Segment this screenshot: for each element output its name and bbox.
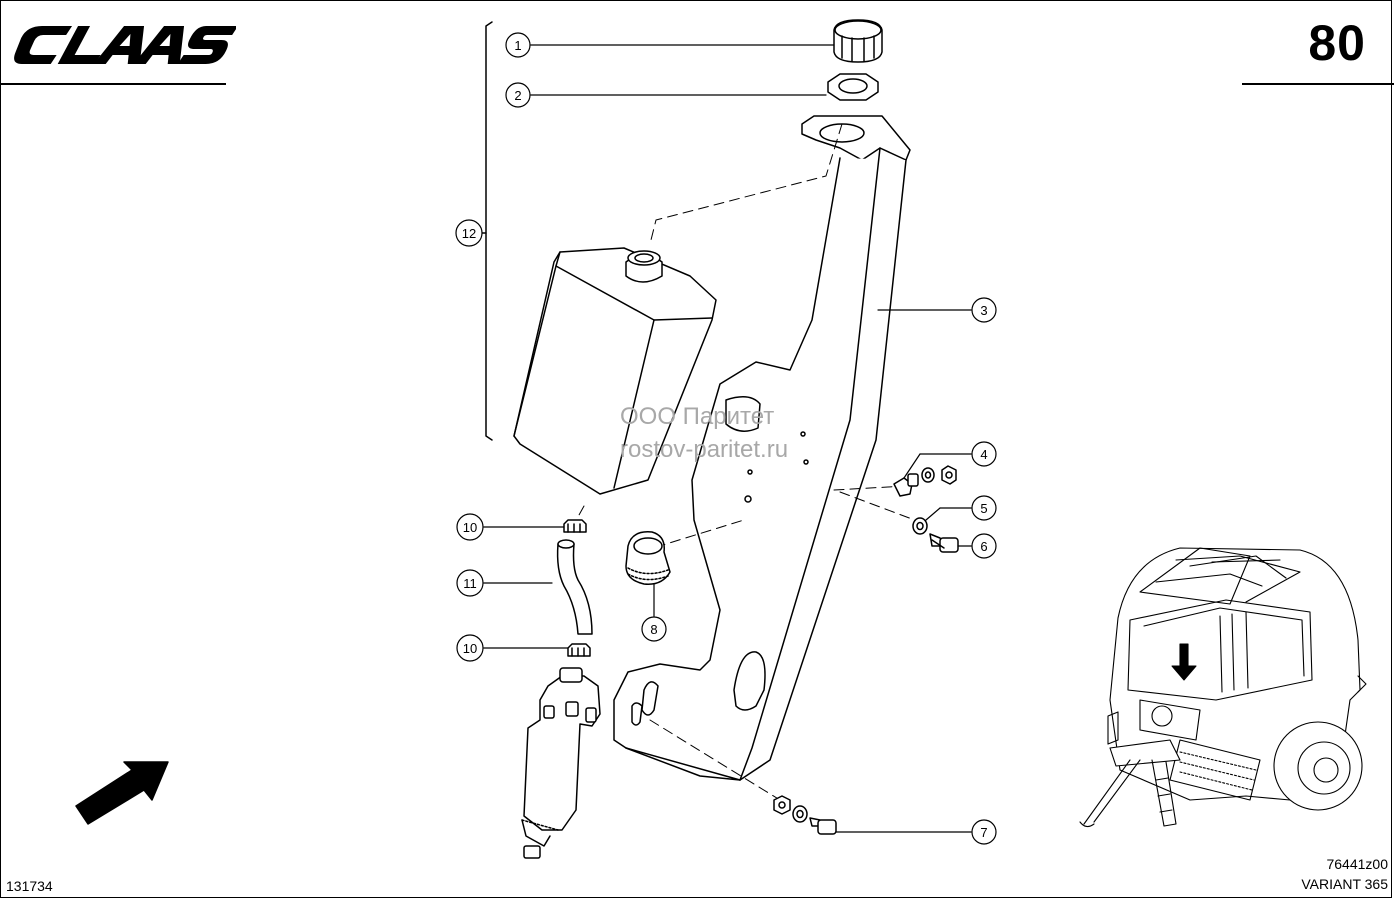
callout-label-2: 2	[514, 88, 521, 103]
header-rule-right	[1242, 83, 1394, 85]
tank	[513, 247, 717, 495]
claas-logo	[14, 20, 239, 70]
callout-circles	[455, 32, 997, 845]
baler-overview	[1079, 547, 1367, 828]
callout-label-8: 8	[650, 622, 657, 637]
callout-label-3: 3	[980, 303, 987, 318]
clamp-8	[625, 531, 671, 585]
callout-label-10-top: 10	[463, 520, 477, 535]
leader-lines	[483, 44, 972, 833]
callout-3	[971, 297, 997, 323]
document-number: 131734	[6, 878, 53, 894]
ring-nut	[827, 73, 879, 101]
hose-11	[556, 539, 593, 635]
hose-clip-top	[563, 519, 587, 533]
callout-5	[971, 495, 997, 521]
callout-11	[456, 569, 484, 597]
watermark: ООО Паритет rostov-paritet.ru	[620, 400, 788, 466]
bolt-7	[773, 795, 837, 835]
callout-10-bottom	[456, 634, 484, 662]
callout-4	[971, 441, 997, 467]
callout-label-6: 6	[980, 539, 987, 554]
callout-10-top	[456, 513, 484, 541]
bolt-4	[893, 465, 957, 497]
claas-logo-mark	[14, 26, 239, 64]
washer-5	[912, 517, 928, 535]
tank-cap	[833, 19, 883, 63]
callout-7	[971, 819, 997, 845]
group-bracket	[485, 21, 493, 441]
callout-8	[641, 616, 667, 642]
watermark-line-1: ООО Паритет	[620, 403, 775, 430]
bracket	[613, 115, 911, 781]
callout-label-4: 4	[980, 447, 987, 462]
callout-12	[455, 219, 483, 247]
direction-arrow	[75, 761, 169, 825]
callout-6	[971, 533, 997, 559]
hose-clip-bottom	[567, 643, 591, 657]
watermark-line-2: rostov-paritet.ru	[620, 436, 789, 463]
callout-label-5: 5	[980, 501, 987, 516]
bolt-6	[929, 533, 959, 553]
filter	[521, 667, 601, 859]
callout-label-7: 7	[980, 825, 987, 840]
callout-label-1: 1	[514, 38, 521, 53]
callout-label-12: 12	[462, 226, 476, 241]
page-number: 80	[1308, 15, 1366, 71]
header-rule-left	[0, 83, 226, 85]
model-name: VARIANT 365	[1301, 876, 1388, 892]
callout-label-11: 11	[463, 576, 477, 591]
image-code: 76441z00	[1326, 856, 1388, 872]
callout-1	[505, 32, 531, 58]
callout-2	[505, 82, 531, 108]
callout-label-10-bottom: 10	[463, 641, 477, 656]
